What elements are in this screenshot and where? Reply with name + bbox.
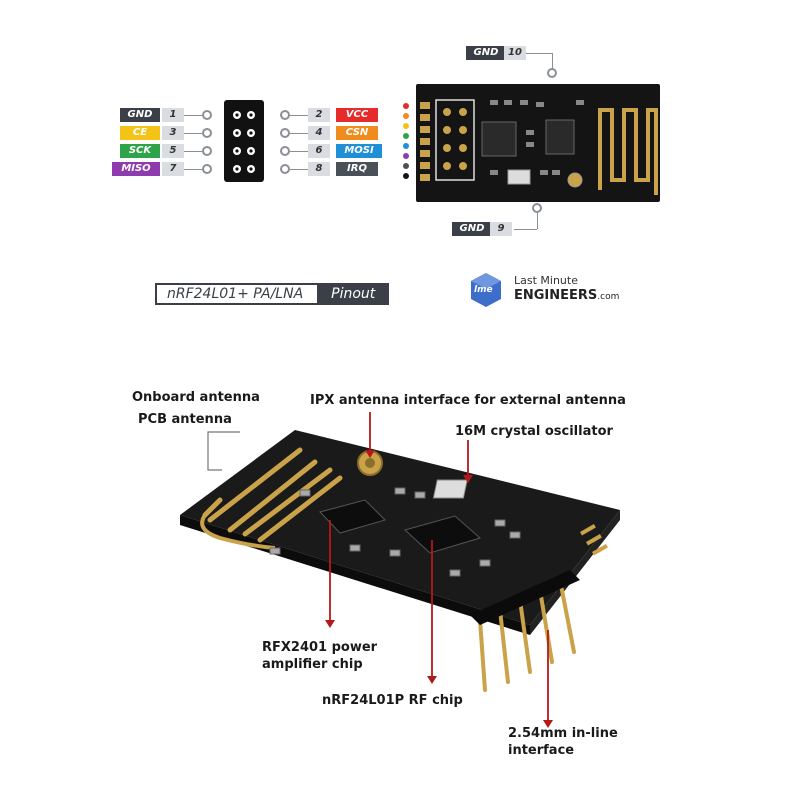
pin-leader-line — [290, 151, 308, 152]
pin-dot — [280, 146, 290, 156]
pin-number-1: 1 — [162, 108, 184, 122]
callout-ipx: IPX antenna interface for external anten… — [310, 393, 626, 408]
last-minute-engineers-logo: lme Last Minute ENGINEERS.com — [468, 270, 638, 310]
pin-leader-line — [184, 169, 202, 170]
pin-header-connector — [224, 100, 264, 182]
pin-number-7: 7 — [162, 162, 184, 176]
callout-rfx-line2: amplifier chip — [262, 657, 363, 672]
logo-line1: Last Minute — [514, 274, 578, 287]
logo-suffix: .com — [597, 292, 620, 302]
pin-number-9: 9 — [490, 222, 512, 236]
callout-interface-line1: 2.54mm in-line — [508, 726, 618, 741]
pin-dot — [280, 164, 290, 174]
pin-number-5: 5 — [162, 144, 184, 158]
pin-leader-line — [184, 133, 202, 134]
pin-dot — [202, 146, 212, 156]
logo-mark: lme — [474, 285, 493, 295]
gnd-dot-bottom — [532, 203, 542, 213]
logo-line2: ENGINEERS — [514, 288, 598, 303]
pin-label-sck: SCK — [120, 144, 160, 158]
callout-pcb-antenna: PCB antenna — [138, 412, 232, 427]
pin-dot — [202, 128, 212, 138]
pin-label-vcc: VCC — [336, 108, 378, 122]
pin-number-8: 8 — [308, 162, 330, 176]
header-pins-icon — [233, 111, 255, 173]
lme-logo-icon — [471, 273, 501, 307]
pin-leader-line — [184, 151, 202, 152]
pin-label-miso: MISO — [112, 162, 160, 176]
module-board-icon — [403, 84, 660, 202]
pin-dot — [202, 164, 212, 174]
pin-dot — [202, 110, 212, 120]
module-top-view — [400, 80, 670, 205]
pin-leader-line — [184, 115, 202, 116]
pin-label-csn: CSN — [336, 126, 378, 140]
module-3d-view — [150, 420, 630, 710]
pin-label-mosi: MOSI — [336, 144, 382, 158]
pin-leader-line — [290, 133, 308, 134]
gnd-label-bottom: GND — [452, 222, 492, 236]
pin-number-6: 6 — [308, 144, 330, 158]
pin-number-3: 3 — [162, 126, 184, 140]
gnd-leader-top-vertical — [552, 53, 553, 69]
pin-number-4: 4 — [308, 126, 330, 140]
callout-rfx-line1: RFX2401 power — [262, 640, 378, 655]
pin-dot — [280, 128, 290, 138]
pinout-banner: nRF24L01+ PA/LNA Pinout — [155, 283, 390, 305]
pin-leader-line — [290, 115, 308, 116]
module-3d-illustration — [180, 430, 620, 692]
pin-label-ce: CE — [120, 126, 160, 140]
pin-number-2: 2 — [308, 108, 330, 122]
banner-pinout-text: Pinout — [317, 285, 388, 303]
pin-leader-line — [290, 169, 308, 170]
callout-nrf: nRF24L01P RF chip — [322, 693, 463, 708]
pin-label-irq: IRQ — [336, 162, 378, 176]
callout-crystal: 16M crystal oscillator — [455, 424, 613, 439]
gnd-leader-bottom — [514, 229, 537, 230]
pin-label-gnd: GND — [120, 108, 160, 122]
banner-module-name: nRF24L01+ PA/LNA — [157, 285, 318, 303]
gnd-leader-bottom-vertical — [537, 213, 538, 229]
pin-number-10: 10 — [504, 46, 526, 60]
gnd-dot-top — [547, 68, 557, 78]
pin-dot — [280, 110, 290, 120]
callout-onboard-antenna: Onboard antenna — [132, 390, 260, 405]
callout-interface-line2: interface — [508, 743, 575, 758]
gnd-leader-top — [526, 53, 552, 54]
gnd-label-top: GND — [466, 46, 506, 60]
